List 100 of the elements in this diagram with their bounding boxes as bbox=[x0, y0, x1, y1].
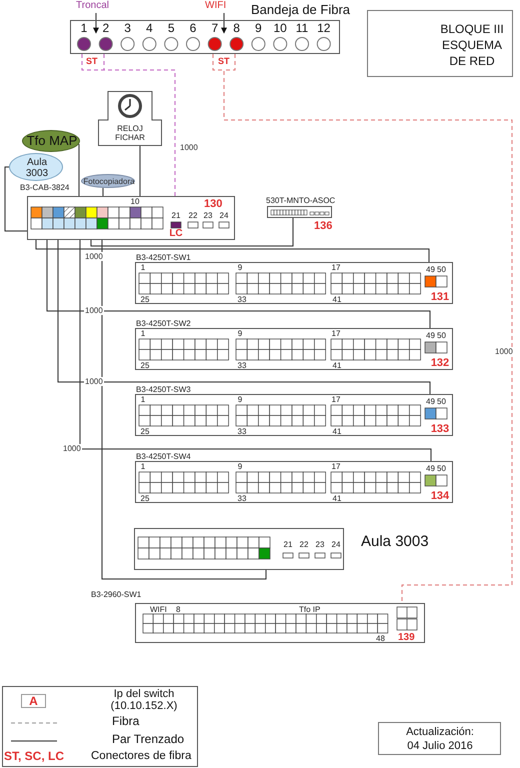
port-number: 23 bbox=[202, 211, 214, 220]
port-number: 9 bbox=[236, 462, 244, 472]
port-number: 3 bbox=[123, 22, 132, 36]
connector-type: ST bbox=[86, 56, 98, 66]
tray-title: Bandeja de Fibra bbox=[251, 3, 350, 18]
cable-link bbox=[58, 240, 430, 394]
cable-link bbox=[36, 240, 430, 262]
ip-number: 132 bbox=[430, 357, 450, 370]
switch-name: B3-4250T-SW3 bbox=[136, 385, 191, 394]
port-number: 9 bbox=[236, 263, 244, 272]
cable-link bbox=[90, 218, 294, 246]
switch-name: B3-4250T-SW4 bbox=[136, 452, 191, 462]
port-number: 9 bbox=[254, 22, 263, 36]
port-number: 50 bbox=[436, 265, 447, 274]
port-number: 21 bbox=[282, 540, 294, 550]
fiber-link bbox=[82, 54, 176, 196]
port-number: 1 bbox=[80, 22, 88, 36]
legend-text: Ip del switch (10.10.152.X) bbox=[110, 688, 178, 712]
legend-text: Fibra bbox=[112, 715, 140, 728]
edge-label: 1000 bbox=[84, 252, 104, 261]
edge-label: 1000 bbox=[494, 347, 514, 356]
port-number: 41 bbox=[332, 361, 342, 370]
switch-name: B3-4250T-SW2 bbox=[136, 319, 191, 328]
port-number: 2 bbox=[101, 22, 110, 36]
port-number: 11 bbox=[294, 22, 310, 36]
port-number: 33 bbox=[236, 494, 248, 504]
cable-link bbox=[78, 144, 80, 196]
switch-name: B3-CAB-3824 bbox=[20, 183, 70, 192]
cable-link bbox=[102, 240, 266, 580]
port-number: 25 bbox=[140, 427, 150, 436]
port-number: 17 bbox=[330, 462, 342, 472]
port-number: 8 bbox=[232, 22, 241, 36]
port-number: 33 bbox=[236, 427, 248, 436]
legend-text: Par Trenzado bbox=[112, 733, 184, 746]
time-clock-box bbox=[98, 91, 162, 146]
cable-link bbox=[46, 240, 430, 328]
port-number: 33 bbox=[236, 295, 248, 304]
device-oval bbox=[22, 130, 80, 152]
port-number: 49 bbox=[425, 331, 436, 340]
ip-number: 133 bbox=[430, 423, 450, 436]
port-number: 25 bbox=[140, 361, 150, 370]
port-number: 24 bbox=[330, 540, 342, 550]
ip-sample-badge: A bbox=[21, 694, 46, 708]
connector-types: ST, SC, LC bbox=[4, 750, 64, 764]
port-number: 50 bbox=[436, 464, 447, 474]
port-number: 7 bbox=[210, 22, 220, 36]
device-label: Tfo MAP bbox=[26, 134, 78, 149]
port-label: Tfo IP bbox=[299, 605, 320, 614]
port-number: 21 bbox=[170, 211, 182, 220]
cable-link bbox=[4, 166, 28, 232]
port-number: 33 bbox=[236, 361, 248, 370]
port-number: 1 bbox=[140, 329, 146, 338]
pointer-arrow bbox=[221, 12, 227, 34]
ip-number: 139 bbox=[398, 632, 415, 644]
port-number: 6 bbox=[188, 22, 198, 36]
port-number: 5 bbox=[166, 22, 176, 36]
cable-link bbox=[102, 188, 104, 196]
device-label: Fotocopiadora bbox=[82, 177, 136, 186]
edge-label: 1000 bbox=[179, 143, 199, 152]
port-number: 10 bbox=[130, 197, 140, 206]
port-number: 17 bbox=[330, 263, 342, 272]
wifi-label: WIFI bbox=[205, 0, 226, 12]
port-number: 49 bbox=[425, 464, 436, 474]
ip-number: 134 bbox=[430, 490, 450, 503]
port-number: 4 bbox=[145, 22, 154, 36]
port-number: 12 bbox=[316, 22, 332, 36]
port-number: 25 bbox=[140, 494, 150, 504]
port-number: 17 bbox=[330, 329, 342, 338]
title-text: BLOQUE III ESQUEMA DE RED bbox=[439, 21, 505, 70]
port-number: 25 bbox=[140, 295, 150, 304]
port-number: 49 bbox=[425, 397, 436, 406]
fiber-link bbox=[212, 54, 512, 604]
port-number: 41 bbox=[332, 295, 342, 304]
port-number: 1 bbox=[140, 263, 146, 272]
title-box bbox=[367, 10, 513, 77]
pointer-arrow bbox=[93, 12, 99, 34]
clock-caption: RELOJ FICHAR bbox=[114, 124, 146, 142]
switch-name: B3-2960-SW1 bbox=[91, 590, 142, 600]
legend-text: Conectores de fibra bbox=[91, 750, 192, 763]
switch-name: 530T-MNTO-ASOC bbox=[266, 196, 336, 206]
connector-type: LC bbox=[168, 228, 184, 240]
device-label: Aula 3003 bbox=[24, 157, 50, 179]
port-number: 1 bbox=[140, 395, 146, 404]
port-label: WIFI bbox=[150, 605, 167, 614]
port-number: 48 bbox=[376, 634, 385, 644]
room-label: Aula 3003 bbox=[361, 533, 429, 550]
port-number: 22 bbox=[188, 211, 198, 220]
port-number: 23 bbox=[314, 540, 326, 550]
trunk-label: Troncal bbox=[76, 0, 109, 12]
update-note-box bbox=[378, 722, 501, 755]
port-number: 17 bbox=[330, 395, 342, 404]
device-oval bbox=[9, 153, 63, 181]
port-number: 9 bbox=[236, 395, 244, 404]
port-number: 9 bbox=[236, 329, 244, 338]
port-number: 41 bbox=[332, 427, 342, 436]
update-text: Actualización: 04 Julio 2016 bbox=[405, 726, 475, 754]
ip-number: 136 bbox=[314, 220, 332, 233]
port-number: 41 bbox=[332, 494, 342, 504]
port-number: 8 bbox=[176, 605, 180, 614]
edge-label: 1000 bbox=[62, 444, 82, 453]
